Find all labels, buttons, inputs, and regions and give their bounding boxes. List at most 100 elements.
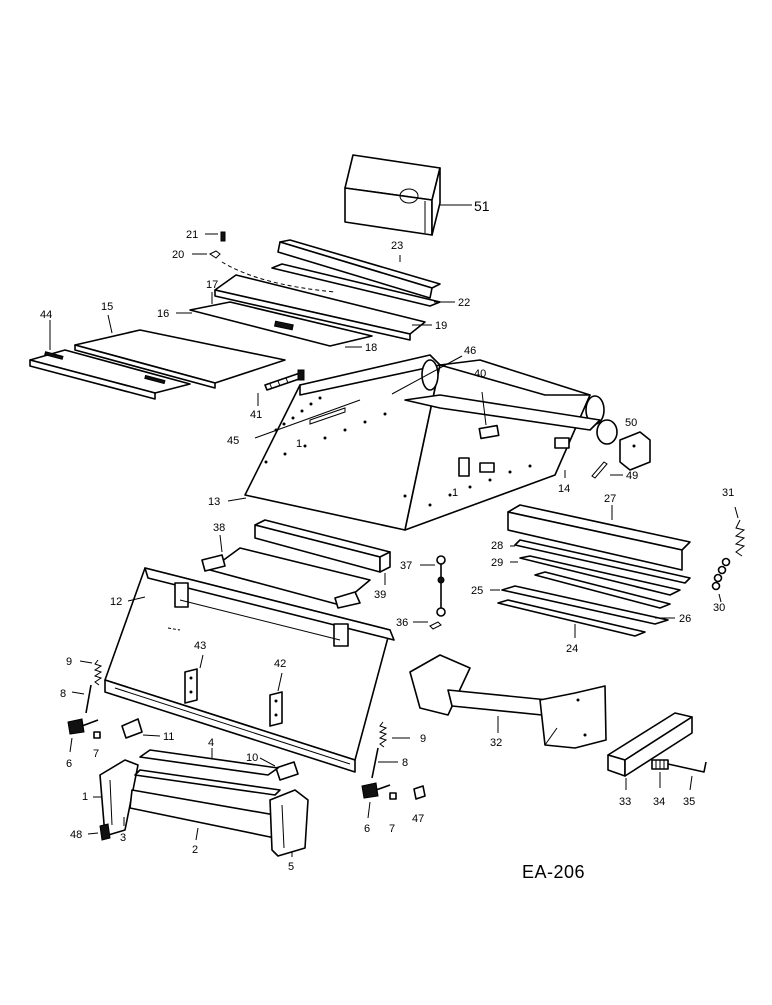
label-18: 18 (365, 342, 377, 354)
label-1: 1 (82, 791, 88, 803)
part-5-side-right (269, 789, 309, 857)
label-48: 48 (70, 829, 82, 841)
label-8b: 8 (402, 757, 408, 769)
part-7-nut-left (93, 731, 101, 739)
label-42: 42 (274, 658, 286, 670)
label-2: 2 (192, 844, 198, 856)
part-50-bracket (619, 431, 651, 471)
label-8a: 8 (60, 688, 66, 700)
part-2-plate (129, 789, 276, 839)
part-41-bolt (264, 369, 305, 391)
label-25: 25 (471, 585, 483, 597)
part-15-panel (74, 329, 286, 389)
part-12-hopper (104, 567, 395, 773)
part-11-bracket (121, 718, 143, 739)
part-8-rod-left (85, 684, 92, 714)
drawing-code: EA-206 (522, 862, 585, 882)
label-12: 12 (110, 596, 122, 608)
body-mark-left: 1 (296, 438, 302, 450)
label-32: 32 (490, 737, 502, 749)
label-40: 40 (474, 368, 486, 380)
label-26: 26 (679, 613, 691, 625)
part-21-bolt (220, 231, 226, 242)
part-6-clamp-left (67, 718, 99, 735)
part-48-clip (99, 823, 111, 841)
part-7-nut-right (389, 792, 397, 800)
label-28: 28 (491, 540, 503, 552)
label-51: 51 (474, 198, 490, 214)
part-9-spring-right (378, 721, 388, 748)
label-17: 17 (206, 279, 218, 291)
label-39: 39 (374, 589, 386, 601)
part-31-spring (734, 519, 746, 557)
part-47-nut (413, 785, 426, 800)
label-14: 14 (558, 483, 570, 495)
label-19: 19 (435, 320, 447, 332)
label-50: 50 (625, 417, 637, 429)
part-38-plate (201, 547, 371, 609)
label-9a: 9 (66, 656, 72, 668)
label-4: 4 (208, 737, 214, 749)
part-42-strap (269, 691, 283, 727)
part-17-16-plate (189, 301, 373, 347)
part-6-clamp-right (361, 782, 391, 799)
label-5: 5 (288, 861, 294, 873)
label-7a: 7 (93, 748, 99, 760)
label-47: 47 (412, 813, 424, 825)
body-mark-right: 1 (452, 487, 458, 499)
label-6b: 6 (364, 823, 370, 835)
part-36-pin (429, 621, 442, 630)
part-44-plate (29, 349, 191, 400)
label-35: 35 (683, 796, 695, 808)
part-19-angle (214, 274, 426, 341)
label-41: 41 (250, 409, 262, 421)
part-28-strip (514, 539, 691, 584)
label-15: 15 (101, 301, 113, 313)
label-20: 20 (172, 249, 184, 261)
part-24-strip (497, 599, 646, 637)
label-38: 38 (213, 522, 225, 534)
label-3: 3 (120, 832, 126, 844)
label-23: 23 (391, 240, 403, 252)
part-43-strap (184, 668, 198, 704)
label-24: 24 (566, 643, 578, 655)
part-25-strip (501, 571, 671, 625)
label-46: 46 (464, 345, 476, 357)
part-35-rod (667, 761, 707, 773)
label-31: 31 (722, 487, 734, 499)
part-34-spring (651, 759, 669, 770)
label-44: 44 (40, 309, 52, 321)
part-23-strip (277, 239, 441, 299)
label-49: 49 (626, 470, 638, 482)
label-13: 13 (208, 496, 220, 508)
part-9-spring-left (93, 659, 103, 686)
label-21: 21 (186, 229, 198, 241)
label-16: 16 (157, 308, 169, 320)
label-34: 34 (653, 796, 665, 808)
main-body-frame: 1 1 (244, 354, 618, 531)
label-27: 27 (604, 493, 616, 505)
label-7b: 7 (389, 823, 395, 835)
part-4-bar (134, 749, 281, 796)
label-30: 30 (713, 602, 725, 614)
part-39-tube (254, 519, 391, 573)
label-6a: 6 (66, 758, 72, 770)
part-51-cover (344, 154, 441, 236)
part-37-link (436, 555, 446, 617)
label-33: 33 (619, 796, 631, 808)
part-29-strip (519, 555, 681, 596)
label-9b: 9 (420, 733, 426, 745)
part-27-angle (507, 504, 691, 571)
label-29: 29 (491, 557, 503, 569)
label-37: 37 (400, 560, 412, 572)
part-49-pin (591, 461, 608, 479)
part-20-nut (209, 250, 221, 259)
part-33-channel (607, 712, 693, 777)
label-45: 45 (227, 435, 239, 447)
label-11: 11 (163, 731, 174, 743)
label-36: 36 (396, 617, 408, 629)
label-43: 43 (194, 640, 206, 652)
label-22: 22 (458, 297, 470, 309)
